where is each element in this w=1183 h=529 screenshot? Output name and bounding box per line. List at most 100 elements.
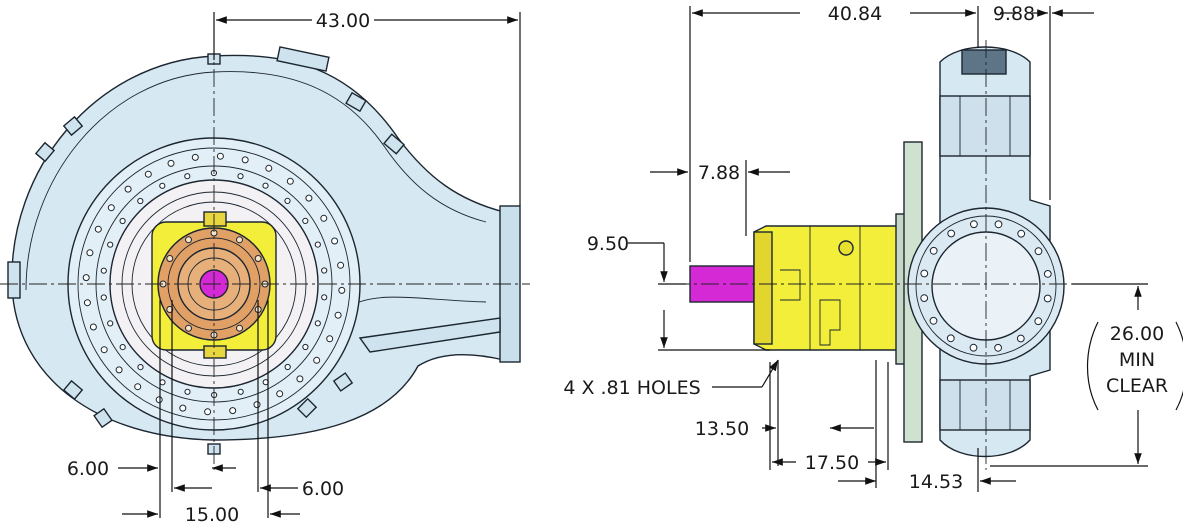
front-view	[0, 40, 530, 470]
dim-foot-spacing-a: 13.50	[695, 418, 749, 440]
dim-clearance-min: MIN	[1119, 349, 1155, 371]
hub-bolt	[185, 236, 192, 244]
flange-bolt	[1043, 294, 1052, 303]
flange-bolt	[970, 220, 978, 229]
flange-bolt	[946, 334, 955, 343]
bolt-hole	[229, 407, 237, 415]
hub-bolt	[166, 255, 174, 262]
bolt-hole	[115, 366, 123, 374]
bolt-hole	[237, 388, 244, 395]
dim-left-offset-b: 6.00	[302, 478, 344, 500]
bolt-hole	[302, 343, 309, 351]
bolt-hole	[305, 194, 313, 202]
bolt-hole	[137, 197, 144, 205]
hub-bolt	[166, 306, 174, 313]
dim-clearance-clear: CLEAR	[1106, 375, 1168, 397]
bolt-hole	[155, 396, 163, 404]
bolt-hole	[216, 152, 224, 160]
bolt-hole	[137, 364, 144, 371]
bolt-hole	[89, 323, 97, 331]
bolt-hole	[320, 214, 328, 222]
flange-bolt	[1034, 317, 1043, 326]
bolt-hole	[321, 267, 328, 274]
bolt-hole	[184, 388, 191, 395]
note-holes: 4 X .81 HOLES	[563, 359, 779, 399]
bolt-hole	[262, 182, 269, 189]
bolt-hole	[82, 274, 90, 282]
dimension-left-offset-b: 6.00	[174, 300, 344, 518]
bolt-hole	[124, 185, 132, 193]
bolt-hole	[100, 267, 107, 274]
bolt-hole	[284, 197, 291, 204]
bolt-hole	[179, 404, 187, 412]
bolt-hole	[159, 182, 166, 189]
bolt-hole	[253, 401, 261, 409]
bolt-hole	[119, 217, 126, 225]
bolt-hole	[337, 261, 345, 269]
dimension-left-offset-a: 6.00	[67, 300, 236, 518]
bolt-hole	[314, 241, 321, 248]
dim-overall-width: 43.00	[316, 10, 370, 32]
dimension-shaft-height: 9.50	[587, 233, 770, 351]
hub-bolt	[236, 236, 243, 244]
bolt-hole	[276, 390, 284, 398]
dim-shaft-extension: 7.88	[698, 162, 740, 184]
dim-foot-spacing-b: 17.50	[805, 452, 859, 474]
flange-bolt	[1043, 270, 1052, 278]
side-view	[672, 40, 1075, 470]
dim-base-offset: 14.53	[909, 471, 963, 493]
dimension-foot-spacing-a: 13.50	[695, 360, 877, 488]
flange-bolt	[920, 294, 929, 303]
hub-bolt	[254, 255, 262, 262]
bolt-hole	[83, 299, 91, 307]
bolt-hole	[100, 294, 107, 301]
dim-shaft-to-face: 40.84	[828, 3, 882, 25]
bolt-hole	[338, 286, 346, 294]
dimension-shaft-extension: 7.88	[650, 160, 790, 236]
dim-bolt-span: 15.00	[185, 504, 239, 526]
bolt-hole	[331, 237, 339, 245]
bolt-hole	[100, 346, 108, 354]
flange-bolt	[994, 343, 1002, 352]
hub-bolt	[185, 324, 192, 332]
flange-bolt	[994, 220, 1003, 229]
dimension-foot-spacing-b: 17.50	[769, 362, 889, 474]
bearing-housing	[753, 225, 901, 351]
dimension-shaft-to-face: 40.84	[689, 3, 979, 262]
bolt-hole	[241, 156, 249, 164]
bolt-hole	[107, 204, 115, 212]
bolt-hole	[86, 249, 94, 257]
bolt-hole	[321, 294, 328, 301]
flange-bolt	[1034, 247, 1043, 256]
flange-bolt	[947, 229, 956, 238]
dim-discharge-offset: 9.88	[993, 3, 1035, 25]
bolt-hole	[313, 356, 321, 364]
flange-bolt	[920, 269, 929, 278]
flange-bolt	[1016, 334, 1025, 343]
dimension-discharge-offset: 9.88	[993, 3, 1094, 200]
bolt-hole	[167, 159, 175, 167]
bolt-hole	[184, 173, 191, 180]
bolt-hole	[334, 311, 342, 319]
bolt-hole	[159, 379, 166, 386]
bolt-hole	[119, 344, 126, 351]
dimension-base-offset: 14.53	[838, 448, 1016, 493]
dimension-clearance: 26.00 MIN CLEAR	[990, 283, 1183, 467]
flange-bolt	[969, 343, 978, 352]
bolt-hole	[107, 320, 114, 327]
dim-left-offset-a: 6.00	[67, 458, 109, 480]
dimension-bolt-span: 15.00	[122, 504, 300, 526]
bolt-hole	[107, 241, 114, 248]
bolt-hole	[314, 320, 321, 327]
bolt-hole	[296, 375, 304, 383]
bolt-hole	[265, 164, 273, 172]
dimension-overall-width: 43.00	[213, 10, 521, 206]
bolt-hole	[94, 225, 102, 233]
bolt-hole	[191, 153, 199, 161]
bolt-hole	[204, 408, 212, 416]
flange-bolt	[929, 246, 938, 255]
bolt-hole	[237, 173, 244, 180]
flange-bolt	[1017, 229, 1026, 238]
dim-clearance-value: 26.00	[1110, 323, 1164, 345]
